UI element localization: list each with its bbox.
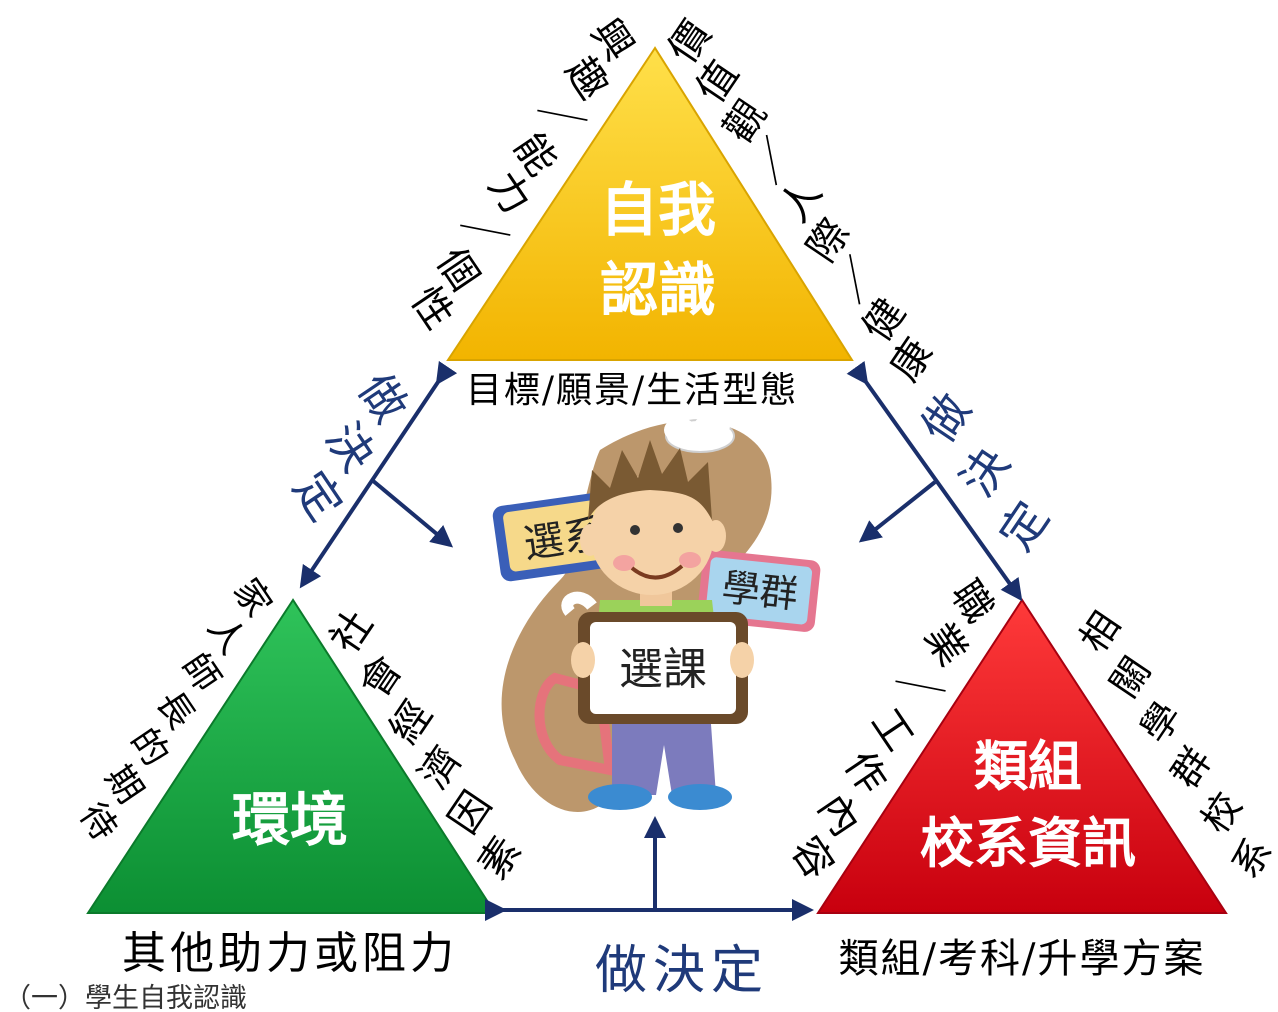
decideRight-char: 定 [989, 492, 1059, 560]
self-triangle [446, 46, 854, 361]
depRight-char: 系 [1223, 830, 1278, 886]
department-label-line2: 校系資訊 [920, 812, 1136, 875]
figure-caption: （一）學生自我認識 [4, 983, 247, 1012]
decide-left-text: 做決定 [283, 364, 418, 530]
decideRight-char: 決 [950, 438, 1020, 506]
sign-select-course: 選課 [578, 612, 748, 724]
right-decide-arrow [846, 360, 1023, 602]
self-left-side-text: 興趣／能力／個性 [402, 11, 643, 338]
self-label-line2: 認識 [600, 256, 716, 324]
right-branch-arrow [858, 480, 937, 543]
environment-triangle [86, 598, 497, 914]
student-hair [588, 440, 712, 520]
decide-right-text: 做決定 [911, 384, 1059, 560]
sign-study-group: 學群 [697, 549, 821, 632]
environment-bottom-text: 其他助力或阻力 [122, 928, 458, 979]
left-branch-arrow [370, 478, 454, 548]
self-bottom-text: 目標/願景/生活型態 [466, 370, 798, 411]
arrows [299, 360, 1023, 921]
pink-plate [534, 672, 616, 777]
board-text: 選課 [619, 644, 707, 695]
left-shoe-icon [588, 784, 652, 810]
left-decide-arrow [299, 360, 458, 589]
student-pants [612, 710, 716, 795]
thought-cloud-icon [664, 414, 735, 453]
student-illustration: 選系 學群 [492, 414, 821, 813]
sign-right-text: 學群 [720, 565, 800, 617]
decide-bottom-text: 做決定 [595, 941, 769, 1001]
department-triangle [816, 598, 1228, 914]
decideRight-char: 做 [911, 384, 981, 452]
self-label-line1: 自我 [600, 176, 716, 244]
department-label-line1: 類組 [974, 735, 1082, 798]
department-bottom-text: 類組/考科/升學方案 [839, 936, 1206, 982]
environment-label: 環境 [232, 786, 348, 854]
right-shoe-icon [668, 784, 732, 810]
